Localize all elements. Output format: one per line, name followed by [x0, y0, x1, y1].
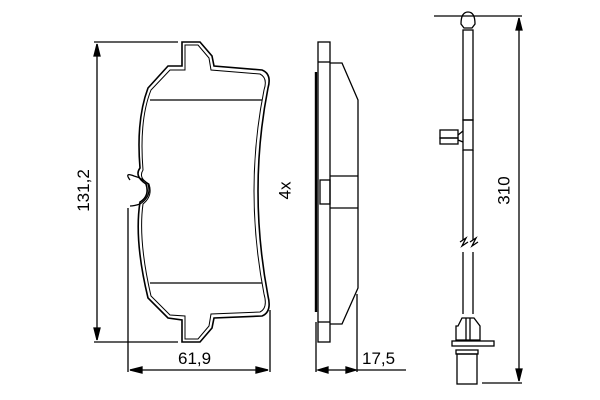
- quantity-label: 4x: [275, 181, 295, 200]
- sensor-length-label: 310: [494, 176, 514, 205]
- brake-pad-front-view: [127, 41, 271, 372]
- wear-sensor-cable: [434, 11, 523, 385]
- width-dimension-label: 61,9: [178, 349, 212, 368]
- height-dimension-label: 131,2: [73, 169, 93, 212]
- height-dimension-line: [93, 41, 178, 343]
- brake-pad-side-view: [314, 41, 406, 374]
- width-dimension-line: [129, 366, 269, 374]
- thickness-dimension-label: 17,5: [362, 349, 396, 368]
